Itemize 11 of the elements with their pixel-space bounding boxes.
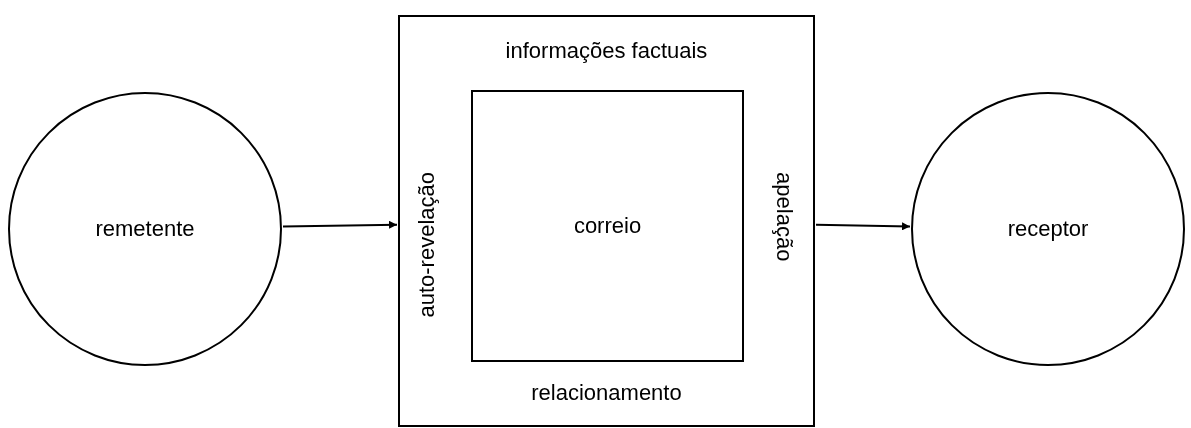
box-node <box>398 15 815 427</box>
node-label: receptor <box>1007 215 1089 243</box>
node-label: relacionamento <box>530 379 683 407</box>
node-label: apelação <box>770 171 798 264</box>
box-node <box>471 90 744 362</box>
node-label: auto-revelação <box>413 171 441 320</box>
node-label: informações factuais <box>504 37 709 65</box>
arrow <box>815 222 911 231</box>
arrow <box>282 220 398 229</box>
node-label: remetente <box>95 215 195 243</box>
node-label: correio <box>573 212 642 240</box>
